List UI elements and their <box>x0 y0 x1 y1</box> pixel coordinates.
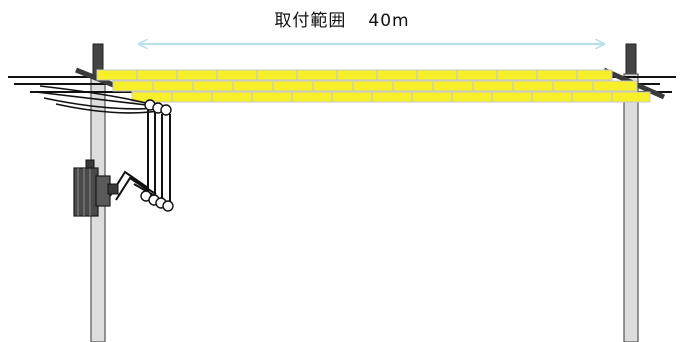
transformer <box>73 159 119 217</box>
cover-row-3 <box>131 91 651 103</box>
drop-leads <box>109 110 171 204</box>
cover-row-2 <box>112 80 638 92</box>
right-pole <box>623 43 639 342</box>
lead-bushings <box>140 190 174 212</box>
range-text: 取付範囲 <box>274 11 347 31</box>
installation-range-label: 取付範囲 40m <box>0 6 684 31</box>
insulator-cluster <box>144 99 172 116</box>
cover-row-1 <box>96 69 613 81</box>
range-distance: 40m <box>368 11 410 31</box>
